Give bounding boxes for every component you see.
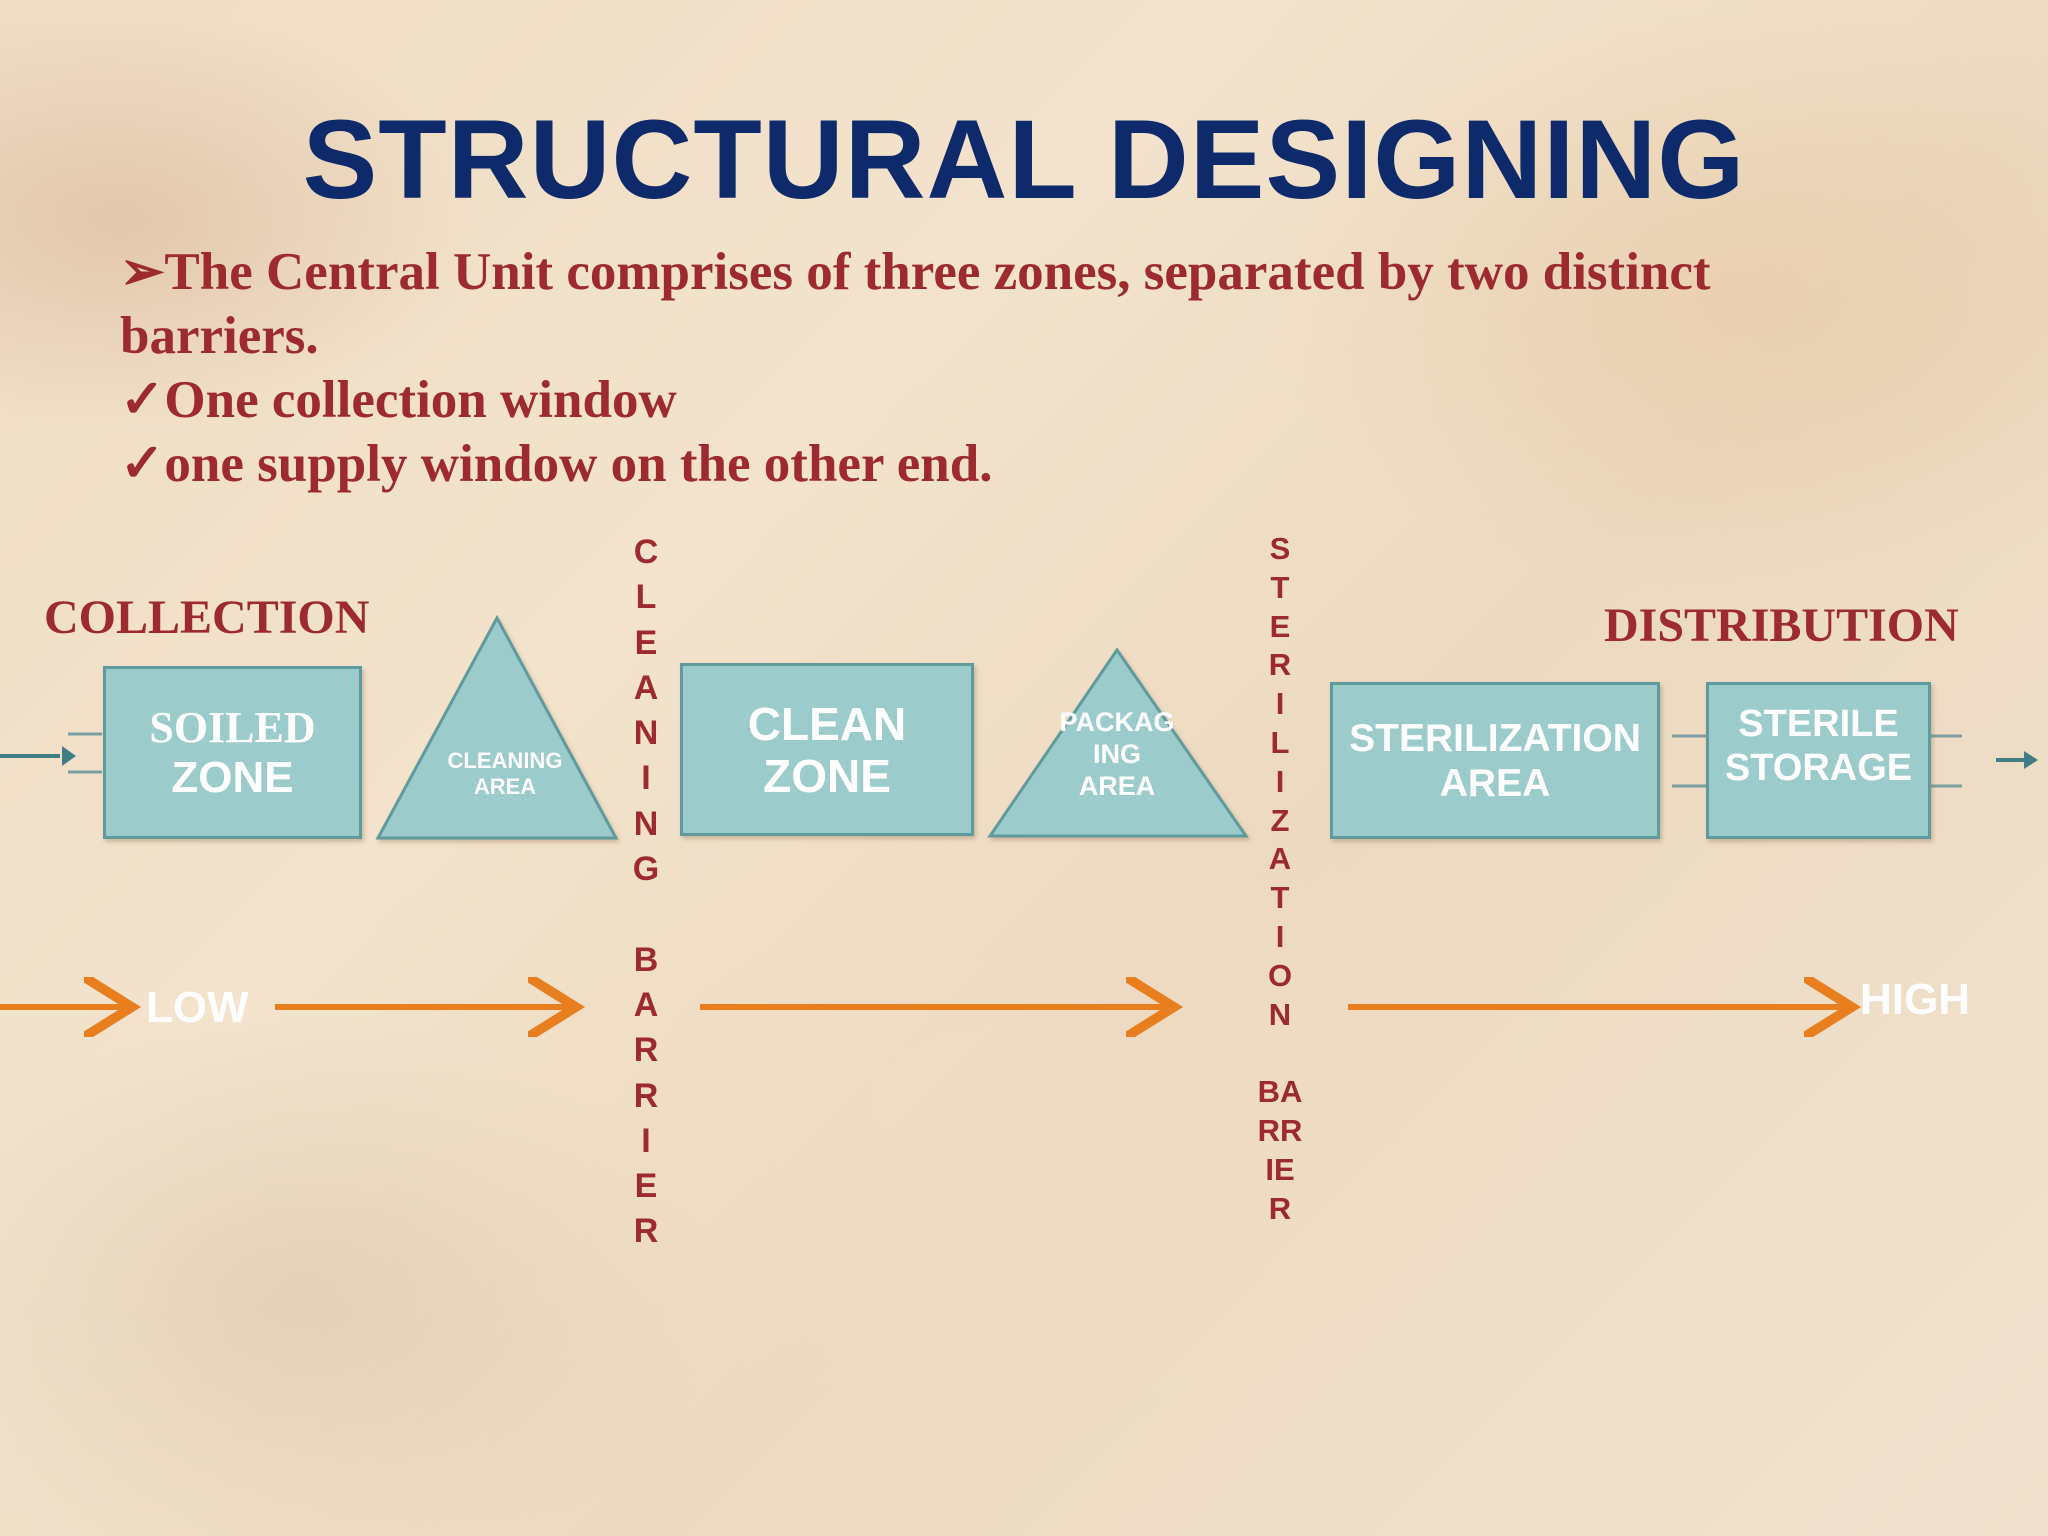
storage-connectors <box>1672 734 2038 788</box>
distribution-label: DISTRIBUTION <box>1604 599 1959 652</box>
bullet-supply-window: ✓one supply window on the other end. <box>120 432 993 496</box>
sterile-storage-label-line1: STERILE <box>1738 702 1899 745</box>
bullet-intro: ➢The Central Unit comprises of three zon… <box>120 240 1711 304</box>
soiled-zone-label-line1: SOILED <box>149 702 316 752</box>
inlet-arrow-icon <box>62 746 76 766</box>
checkmark-icon: ✓ <box>120 371 165 429</box>
soiled-zone-box: SOILED ZONE <box>103 666 362 839</box>
page-title: STRUCTURAL DESIGNING <box>302 97 1746 222</box>
sterilization-barrier-label: S T E R I L I Z A T I O N BA RR IE R <box>1257 531 1303 1226</box>
outlet-arrow-icon <box>2024 751 2038 769</box>
checkmark-icon: ✓ <box>120 435 165 493</box>
sterile-storage-label-line2: STORAGE <box>1724 746 1913 789</box>
bullet-supply-window-text: one supply window on the other end. <box>164 435 993 493</box>
soiled-zone-label-line2: ZONE <box>171 752 294 802</box>
bullet-intro-text: The Central Unit comprises of three zone… <box>164 243 1711 301</box>
flow-high-label: HIGH <box>1860 975 1970 1024</box>
sterilization-area-label-line2: AREA <box>1439 761 1551 805</box>
collection-label: COLLECTION <box>44 591 370 644</box>
clean-zone-label-line2: ZONE <box>763 749 891 802</box>
clean-zone-label-line1: CLEAN <box>747 697 907 750</box>
bullet-collection-window: ✓One collection window <box>120 368 677 432</box>
arrow-bullet-icon: ➢ <box>120 243 165 301</box>
cleaning-area-triangle <box>375 614 619 840</box>
cleaning-barrier-label: C L E A N I N G B A R R I E R <box>632 533 660 1251</box>
sterile-storage-box: STERILE STORAGE <box>1706 682 1931 839</box>
flow-low-label: LOW <box>146 983 249 1032</box>
sterilization-area-label-line1: STERILIZATION <box>1349 716 1641 760</box>
inlet-connector <box>0 732 102 774</box>
packaging-area-label: PACKAG ING AREA <box>1059 707 1175 801</box>
bullet-intro-continued-text: barriers. <box>120 307 319 365</box>
bullet-intro-continued: barriers. <box>120 304 319 368</box>
cleaning-area-label: CLEANING AREA <box>447 748 563 799</box>
clean-zone-box: CLEAN ZONE <box>680 663 974 836</box>
sterilization-area-box: STERILIZATION AREA <box>1330 682 1660 839</box>
packaging-area-triangle <box>987 647 1249 838</box>
bullet-collection-window-text: One collection window <box>164 371 677 429</box>
